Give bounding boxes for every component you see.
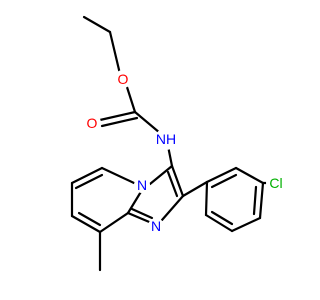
- bond-c8-c8a: [98, 211, 130, 234]
- bond-c3-n4: [148, 164, 174, 186]
- chlorine-label: Cl: [269, 175, 282, 191]
- bond-c8a-n4: [126, 188, 144, 215]
- bridgehead-nitrogen-label: N: [137, 177, 147, 193]
- bond-aryl-5-6-a: [204, 213, 234, 233]
- bond-aryl-4-5: [230, 216, 262, 233]
- bond-aryl-1-2-a: [205, 166, 238, 184]
- carbonyl-oxygen-label: O: [87, 115, 98, 131]
- ring-nitrogen-label: N: [151, 218, 161, 234]
- structure-canvas: O O NH N N Cl: [70, 15, 286, 272]
- bond-aryl-3-4-b: [252, 185, 258, 216]
- bond-carbonyl-c-nh: [133, 110, 162, 135]
- chlorine-atom: Cl: [266, 173, 286, 193]
- bridgehead-nitrogen-atom: N: [134, 177, 150, 193]
- bond-ethyl-ch3: [82, 15, 112, 34]
- ester-oxygen-atom: O: [114, 70, 132, 88]
- bond-n4-c5: [100, 166, 136, 185]
- bond-c2-n1: [160, 194, 185, 222]
- carbonyl-oxygen-atom: O: [83, 114, 101, 132]
- molecule-diagram: O O NH N N Cl: [70, 15, 286, 272]
- bond-c7-c8-a: [70, 214, 102, 234]
- bond-o-carbonyl-c: [124, 82, 137, 114]
- bond-n1-c8a-b: [130, 207, 154, 220]
- bond-c5-c6-b: [74, 173, 104, 190]
- bond-c2-aryl: [181, 180, 209, 198]
- amide-nitrogen-label: NH: [156, 131, 176, 147]
- bond-aryl-3-4-a: [258, 181, 265, 220]
- ring-nitrogen-atom: N: [148, 218, 164, 234]
- bond-c7-c8-b: [77, 211, 102, 227]
- bond-aryl-5-6-b: [210, 210, 234, 226]
- bond-c3-c2-b: [166, 170, 179, 198]
- bond-aryl-1-2-b: [210, 173, 238, 189]
- ester-oxygen-label: O: [118, 71, 129, 87]
- bond-ethyl-ch2-o: [108, 30, 122, 76]
- bond-carbonyl-double-b: [100, 116, 139, 128]
- amide-nitrogen-atom: NH: [155, 128, 177, 150]
- bond-c5-c6-a: [70, 166, 104, 185]
- bond-carbonyl-double-a: [98, 110, 137, 122]
- bond-c3-c2-a: [170, 164, 185, 198]
- bond-aryl-6-1: [204, 180, 209, 217]
- bond-aryl-2-3: [234, 166, 265, 185]
